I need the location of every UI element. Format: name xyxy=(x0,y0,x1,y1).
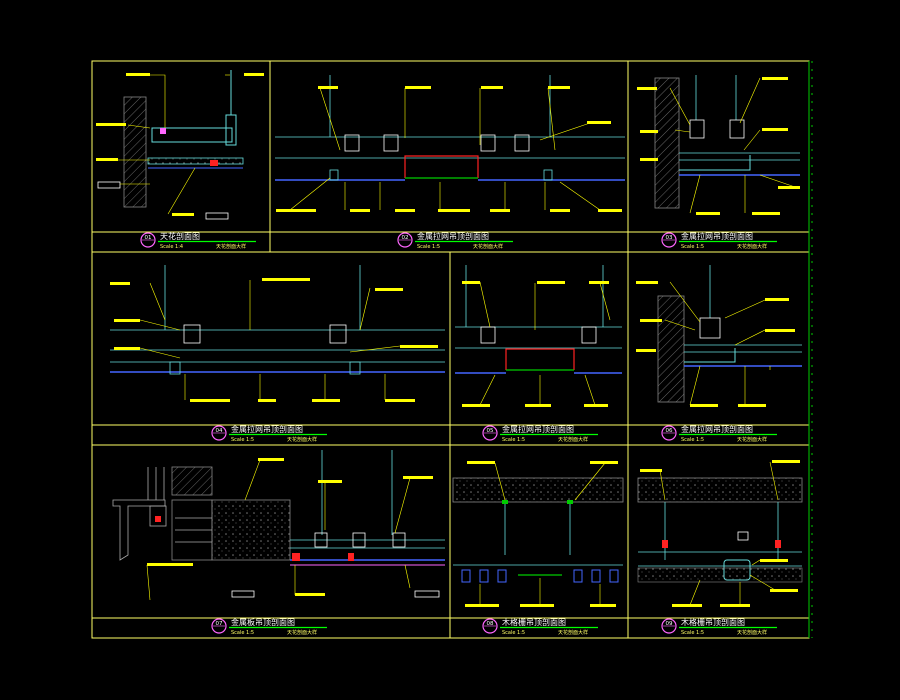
detail-note: 天花剖面大样 xyxy=(737,629,767,636)
detail-number: 02 xyxy=(402,235,409,241)
title-block-p05: 05 金属拉网吊顶剖面图 Scale 1:5 天花剖面大样 xyxy=(482,424,598,443)
title-block-p07: 07 金属板吊顶剖面图 Scale 1:5 天花剖面大样 xyxy=(211,617,327,636)
detail-p04 xyxy=(110,265,445,402)
detail-p06 xyxy=(636,265,802,407)
detail-p02 xyxy=(275,75,625,212)
detail-number-badge xyxy=(661,232,677,248)
detail-title: 金属拉网吊顶剖面图 xyxy=(681,424,753,434)
detail-note: 天花剖面大样 xyxy=(737,436,767,443)
detail-number-badge xyxy=(211,425,227,441)
title-block-p08: 08 木格栅吊顶剖面图 Scale 1:5 天花剖面大样 xyxy=(482,617,598,636)
detail-title: 金属拉网吊顶剖面图 xyxy=(502,424,574,434)
detail-p01 xyxy=(96,70,264,220)
detail-number: 01 xyxy=(145,235,152,241)
detail-number: 07 xyxy=(216,621,223,627)
title-block-p03: 03 金属拉网吊顶剖面图 Scale 1:5 天花剖面大样 xyxy=(661,231,777,250)
title-blocks: 01 天花剖面图 Scale 1:4 天花剖面大样 02 金属拉网吊顶剖面图 Scale 1… xyxy=(140,231,777,636)
title-block-p06: 06 金属拉网吊顶剖面图 Scale 1:5 天花剖面大样 xyxy=(661,424,777,443)
detail-number: 03 xyxy=(666,235,673,241)
detail-note: 天花剖面大样 xyxy=(287,629,317,636)
detail-title: 木格栅吊顶剖面图 xyxy=(681,617,745,627)
detail-number: 05 xyxy=(487,428,494,434)
detail-scale: Scale 1:5 xyxy=(417,244,440,250)
detail-scale: Scale 1:4 xyxy=(160,244,183,250)
detail-p05 xyxy=(455,265,622,407)
detail-p03 xyxy=(637,75,800,215)
detail-title: 金属板吊顶剖面图 xyxy=(231,617,295,627)
detail-p09 xyxy=(637,460,803,607)
detail-title: 金属拉网吊顶剖面图 xyxy=(417,231,489,241)
detail-number: 04 xyxy=(216,428,223,434)
detail-note: 天花剖面大样 xyxy=(558,629,588,636)
detail-note: 天花剖面大样 xyxy=(473,243,503,250)
detail-p07 xyxy=(112,450,445,601)
detail-title: 金属拉网吊顶剖面图 xyxy=(231,424,303,434)
title-block-p02: 02 金属拉网吊顶剖面图 Scale 1:5 天花剖面大样 xyxy=(397,231,513,250)
detail-note: 天花剖面大样 xyxy=(558,436,588,443)
detail-title: 金属拉网吊顶剖面图 xyxy=(681,231,753,241)
sheet-frame xyxy=(91,60,810,639)
detail-scale: Scale 1:5 xyxy=(502,437,525,443)
title-block-p04: 04 金属拉网吊顶剖面图 Scale 1:5 天花剖面大样 xyxy=(211,424,327,443)
title-block-p01: 01 天花剖面图 Scale 1:4 天花剖面大样 xyxy=(140,231,256,250)
detail-scale: Scale 1:5 xyxy=(681,244,704,250)
detail-number-badge xyxy=(140,232,156,248)
detail-number-badge xyxy=(397,232,413,248)
detail-scale: Scale 1:5 xyxy=(502,630,525,636)
detail-number-badge xyxy=(211,618,227,634)
detail-number-badge xyxy=(482,425,498,441)
detail-scale: Scale 1:5 xyxy=(681,630,704,636)
detail-scale: Scale 1:5 xyxy=(681,437,704,443)
detail-number: 08 xyxy=(487,621,494,627)
detail-p08 xyxy=(452,461,624,607)
detail-number: 09 xyxy=(666,621,673,627)
title-block-p09: 09 木格栅吊顶剖面图 Scale 1:5 天花剖面大样 xyxy=(661,617,777,636)
detail-note: 天花剖面大样 xyxy=(216,243,246,250)
detail-number-badge xyxy=(661,618,677,634)
detail-scale: Scale 1:5 xyxy=(231,437,254,443)
detail-number-badge xyxy=(482,618,498,634)
detail-title: 天花剖面图 xyxy=(160,231,200,241)
detail-note: 天花剖面大样 xyxy=(737,243,767,250)
sheet-border-right xyxy=(808,61,813,638)
detail-scale: Scale 1:5 xyxy=(231,630,254,636)
detail-title: 木格栅吊顶剖面图 xyxy=(502,617,566,627)
detail-note: 天花剖面大样 xyxy=(287,436,317,443)
detail-number: 06 xyxy=(666,428,673,434)
detail-number-badge xyxy=(661,425,677,441)
